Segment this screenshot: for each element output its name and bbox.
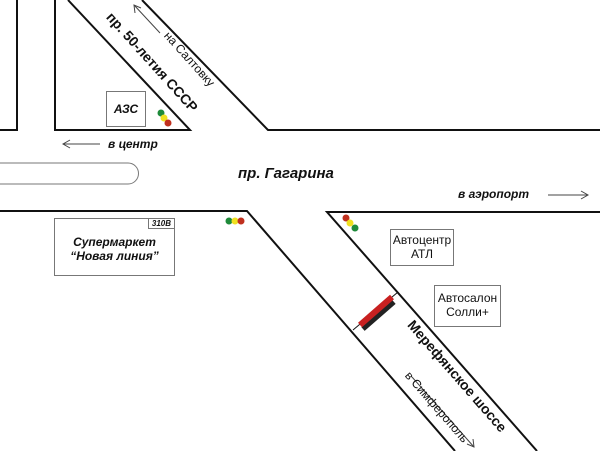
gas-station-label: АЗС bbox=[113, 102, 139, 116]
median-island bbox=[0, 162, 139, 185]
supermarket-tag: 310В bbox=[147, 218, 175, 229]
supermarket-name: Супермаркет bbox=[73, 235, 156, 249]
gas-station-box: АЗС bbox=[106, 91, 146, 127]
direction-center: в центр bbox=[108, 137, 158, 151]
arrow-saltovka bbox=[133, 4, 161, 34]
autocenter-name: Автоцентр bbox=[392, 233, 452, 247]
road-edge-sw bbox=[0, 210, 456, 451]
road-edge-se bbox=[324, 211, 600, 451]
traffic-light-3 bbox=[342, 214, 359, 232]
traffic-light-2 bbox=[225, 217, 245, 225]
traffic-light-1 bbox=[157, 109, 172, 127]
red-marker bbox=[358, 294, 394, 328]
road-edge-nw-block bbox=[54, 0, 193, 131]
road-edge-nw-left bbox=[0, 0, 18, 131]
street-label-gagarina: пр. Гагарина bbox=[238, 165, 334, 182]
supermarket-brand: “Новая линия” bbox=[70, 249, 159, 263]
road-edge-ne bbox=[141, 0, 600, 131]
autocenter-box: Автоцентр АТЛ bbox=[390, 229, 454, 266]
autocenter-brand: АТЛ bbox=[410, 247, 433, 261]
red-marker-shadow bbox=[361, 300, 396, 331]
autosalon-brand: Солли+ bbox=[446, 305, 489, 319]
supermarket-box: 310В Супермаркет “Новая линия” bbox=[54, 218, 175, 276]
autosalon-name: Автосалон bbox=[437, 291, 498, 305]
autosalon-box: Автосалон Солли+ bbox=[434, 285, 501, 327]
direction-airport: в аэропорт bbox=[458, 187, 530, 201]
arrow-simferopol bbox=[411, 376, 475, 448]
